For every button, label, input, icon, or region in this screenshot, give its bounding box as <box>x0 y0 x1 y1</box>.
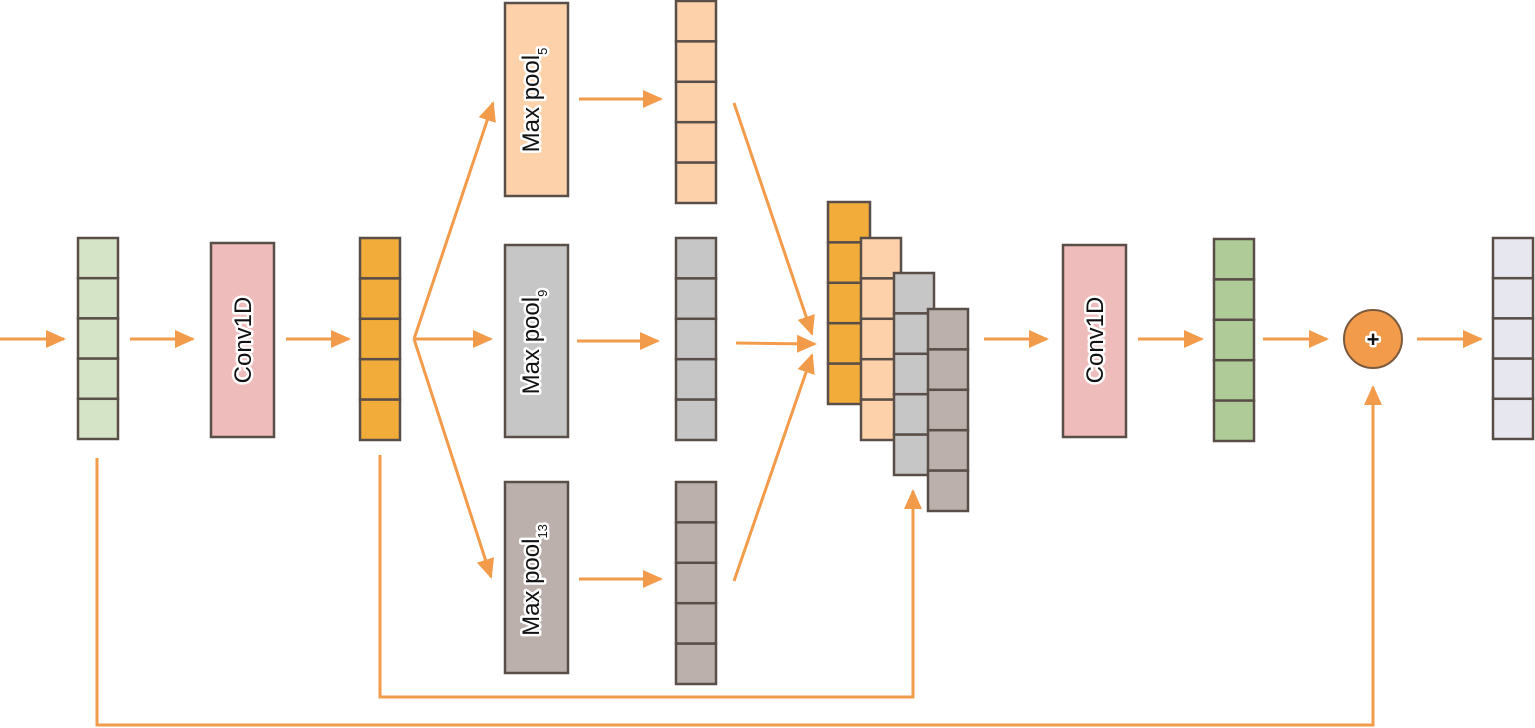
conv2-output-vector-cell <box>1212 358 1256 402</box>
maxpool13-subscript: 13 <box>535 524 550 538</box>
pool13-output-vector-cell <box>674 561 718 605</box>
pool5-output-vector-cell <box>674 120 718 164</box>
pool9-output-vector-cell <box>674 317 718 361</box>
conv2-label: Conv1D <box>1082 297 1109 384</box>
svg-text:Max pool5: Max pool5 <box>518 48 550 153</box>
conv1-block: Conv1D <box>209 241 276 439</box>
arrow-skip-input-add <box>95 385 1382 727</box>
arrow-pool5-concat <box>732 102 815 336</box>
conv2-output-vector-cell <box>1212 399 1256 443</box>
output-vector-cell <box>1491 236 1535 280</box>
pool13-output-vector <box>674 480 718 686</box>
maxpool13-block: Max pool13 <box>503 480 570 675</box>
output-vector-cell <box>1491 317 1535 360</box>
conv1-output-vector-cell <box>358 277 402 321</box>
arrow-split-pool5 <box>412 101 496 340</box>
conv2-block: Conv1D <box>1061 243 1128 439</box>
input-vector-cell <box>76 397 120 441</box>
output-vector-cell <box>1491 357 1535 401</box>
pool13-output-vector-cell <box>674 601 718 645</box>
conv1-output-vector-cell <box>358 236 402 280</box>
input-vector-cell <box>76 236 120 280</box>
pool13-output-vector-cell <box>674 642 718 686</box>
concat-vector-4-cell <box>926 428 970 472</box>
input-vector-cell <box>76 357 120 401</box>
maxpool9-subscript: 9 <box>535 290 550 297</box>
concat-vector-4 <box>926 307 970 513</box>
concat-vector-4-cell <box>926 307 970 351</box>
arrow-pool9-concat <box>735 334 817 353</box>
conv2-output-vector <box>1212 237 1256 443</box>
pool9-output-vector-cell <box>674 398 718 442</box>
input-vector-cell <box>76 317 120 360</box>
arrow-pool13-concat <box>732 353 815 582</box>
conv1-output-vector-cell <box>358 398 402 442</box>
maxpool9-label: Max pool <box>518 297 545 394</box>
output-vector-cell <box>1491 397 1535 441</box>
conv2-output-vector-cell <box>1212 318 1256 362</box>
conv2-output-vector-cell <box>1212 237 1256 281</box>
input-vector <box>76 236 120 441</box>
svg-text:Max pool9: Max pool9 <box>518 290 550 395</box>
add-node: + <box>1343 309 1403 369</box>
pool9-output-vector <box>674 236 718 442</box>
svg-text:Max pool13: Max pool13 <box>518 524 550 636</box>
conv1-output-vector <box>358 236 402 442</box>
output-vector-cell <box>1491 276 1535 320</box>
input-vector-cell <box>76 276 120 320</box>
maxpool9-block: Max pool9 <box>503 243 570 439</box>
pool5-output-vector-cell <box>674 40 718 84</box>
pool9-output-vector-cell <box>674 277 718 321</box>
pool13-output-vector-cell <box>674 521 718 565</box>
concat-vector-1-cell <box>826 200 872 244</box>
pool5-output-vector-cell <box>674 161 718 205</box>
conv1-output-vector-cell <box>358 317 402 361</box>
conv2-output-vector-cell <box>1212 278 1256 322</box>
concat-vector-4-cell <box>926 388 970 432</box>
arrow-skip-conv1out-concat <box>378 455 922 699</box>
arrow-split-pool13 <box>412 338 495 579</box>
output-vector <box>1491 236 1535 441</box>
pool9-output-vector-cell <box>674 357 718 401</box>
pool9-output-vector-cell <box>674 236 718 280</box>
maxpool13-label: Max pool <box>518 539 545 636</box>
maxpool5-subscript: 5 <box>535 48 550 55</box>
concat-vector-4-cell <box>926 469 970 513</box>
conv1-label: Conv1D <box>230 297 257 384</box>
pool5-output-vector <box>674 0 718 205</box>
maxpool5-label: Max pool <box>518 55 545 152</box>
concat-vector-3-cell <box>892 271 936 315</box>
pool5-output-vector-cell <box>674 0 718 43</box>
pool5-output-vector-cell <box>674 80 718 124</box>
plus-icon: + <box>1367 327 1380 352</box>
concat-vector-4-cell <box>926 348 970 392</box>
conv1-output-vector-cell <box>358 357 402 401</box>
pool13-output-vector-cell <box>674 480 718 524</box>
maxpool5-block: Max pool5 <box>503 1 570 198</box>
